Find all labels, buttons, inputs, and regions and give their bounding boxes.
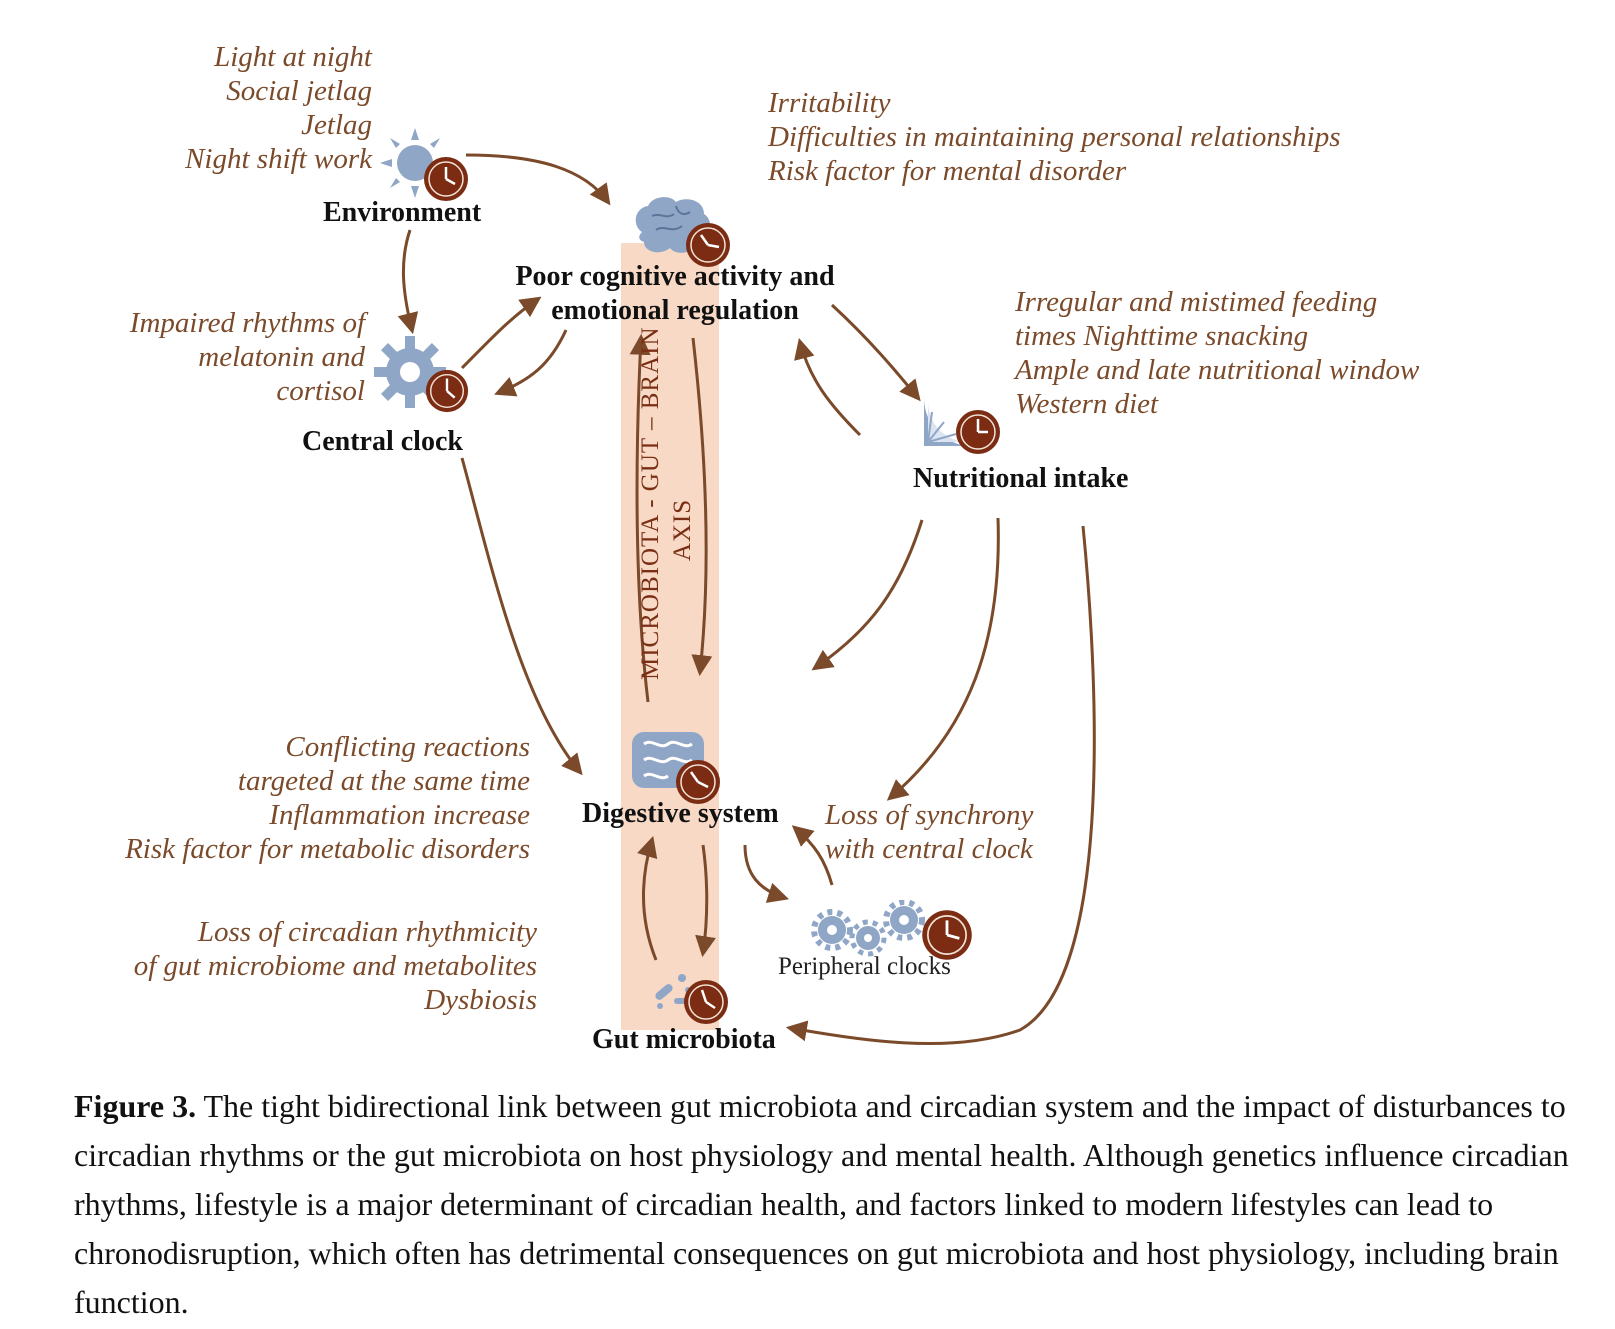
- nutrition-factors: Irregular and mistimed feeding times Nig…: [1015, 285, 1419, 421]
- brain-label-line2: emotional regulation: [551, 295, 799, 326]
- brain-label: Poor cognitive activity and emotional re…: [500, 260, 850, 328]
- digestive-label: Digestive system: [582, 798, 779, 829]
- clock-icon: [684, 980, 728, 1024]
- clock-icon: [686, 223, 730, 267]
- central-clock-effect: Impaired rhythms of: [129, 307, 365, 339]
- microbiota-effect: Dysbiosis: [424, 984, 537, 1016]
- arrow-nutrition-to-axis: [811, 519, 924, 671]
- microbiota-effect: Loss of circadian rhythmicity: [197, 916, 537, 948]
- nutrition-factor: times Nighttime snacking: [1015, 320, 1309, 352]
- digestive-effect: targeted at the same time: [237, 765, 530, 797]
- figure-caption: Figure 3. The tight bidirectional link b…: [74, 1082, 1594, 1327]
- central-clock-label: Central clock: [302, 426, 463, 457]
- brain-effect: Risk factor for mental disorder: [768, 155, 1127, 187]
- arrow-peripheral-to-digestive: [791, 825, 834, 886]
- digestive-effects: Conflicting reactions targeted at the sa…: [125, 730, 530, 866]
- peripheral-label: Peripheral clocks: [778, 953, 951, 980]
- arrow-brain-to-nutrition: [830, 303, 921, 402]
- arrow-microbiota-to-digestive: [637, 835, 658, 961]
- clock-icon: [956, 410, 1000, 454]
- microbiota-effect: of gut microbiome and metabolites: [133, 950, 537, 982]
- arrow-digestive-to-microbiota: [695, 844, 716, 958]
- digestive-effect: Inflammation increase: [269, 799, 530, 831]
- arrow-env-to-brain: [465, 153, 611, 206]
- environment-factor: Social jetlag: [226, 75, 372, 107]
- central-clock-effect: melatonin and: [198, 341, 365, 373]
- environment-factors: Light at night Social jetlag Jetlag Nigh…: [185, 40, 372, 176]
- arrow-nutrition-to-peripheral: [886, 517, 1000, 801]
- nutrition-factor: Ample and late nutritional window: [1015, 354, 1420, 386]
- arrow-axis-up: [629, 333, 651, 703]
- arrow-axis-down: [691, 337, 713, 677]
- central-clock-effects: Impaired rhythms of melatonin and cortis…: [130, 306, 365, 408]
- arrow-nutrition-to-brain: [794, 337, 862, 437]
- sync-note-line: Loss of synchrony: [825, 799, 1034, 831]
- clock-icon: [922, 910, 972, 960]
- microbiota-label: Gut microbiota: [592, 1024, 776, 1055]
- axis-label-line2: AXIS: [669, 498, 696, 562]
- arrow-nutrition-to-microbiota: [785, 525, 1096, 1046]
- nutrition-factor: Western diet: [1015, 388, 1159, 420]
- peripheral-gears-icon: [811, 900, 925, 957]
- sync-note: Loss of synchrony with central clock: [825, 798, 1033, 866]
- nutrition-label: Nutritional intake: [913, 463, 1129, 494]
- environment-label: Environment: [323, 197, 482, 228]
- caption-text: The tight bidirectional link between gut…: [74, 1088, 1569, 1320]
- brain-effect: Irritability: [768, 87, 891, 119]
- digestive-effect: Conflicting reactions: [285, 731, 530, 763]
- axis-label-line1: MICROBIOTA - GUT – BRAIN: [637, 326, 664, 681]
- arrow-digestive-to-peripheral: [743, 844, 789, 903]
- arrow-brain-to-central: [494, 329, 568, 397]
- nutrition-factor: Irregular and mistimed feeding: [1015, 286, 1378, 318]
- microbiota-effects: Loss of circadian rhythmicity of gut mic…: [134, 915, 537, 1017]
- axis-label: MICROBIOTA - GUT – BRAIN AXIS: [635, 326, 705, 681]
- arrow-central-to-digestive: [460, 457, 583, 776]
- central-clock-effect: cortisol: [276, 375, 365, 407]
- arrow-central-to-brain: [460, 296, 542, 370]
- digestive-effect: Risk factor for metabolic disorders: [125, 833, 530, 865]
- brain-effect: Difficulties in maintaining personal rel…: [768, 121, 1341, 153]
- clock-icon: [425, 369, 469, 413]
- clock-icon: [676, 760, 720, 804]
- environment-factor: Jetlag: [301, 109, 372, 141]
- brain-label-line1: Poor cognitive activity and: [515, 261, 835, 292]
- brain-effects: Irritability Difficulties in maintaining…: [768, 86, 1340, 188]
- caption-figure-label: Figure 3.: [74, 1088, 197, 1124]
- orange-slice-icon: [924, 398, 972, 446]
- environment-factor: Light at night: [214, 41, 372, 73]
- arrow-env-to-central: [397, 229, 419, 335]
- environment-factor: Night shift work: [185, 143, 372, 175]
- clock-icon: [424, 157, 468, 201]
- sync-note-line: with central clock: [825, 833, 1033, 865]
